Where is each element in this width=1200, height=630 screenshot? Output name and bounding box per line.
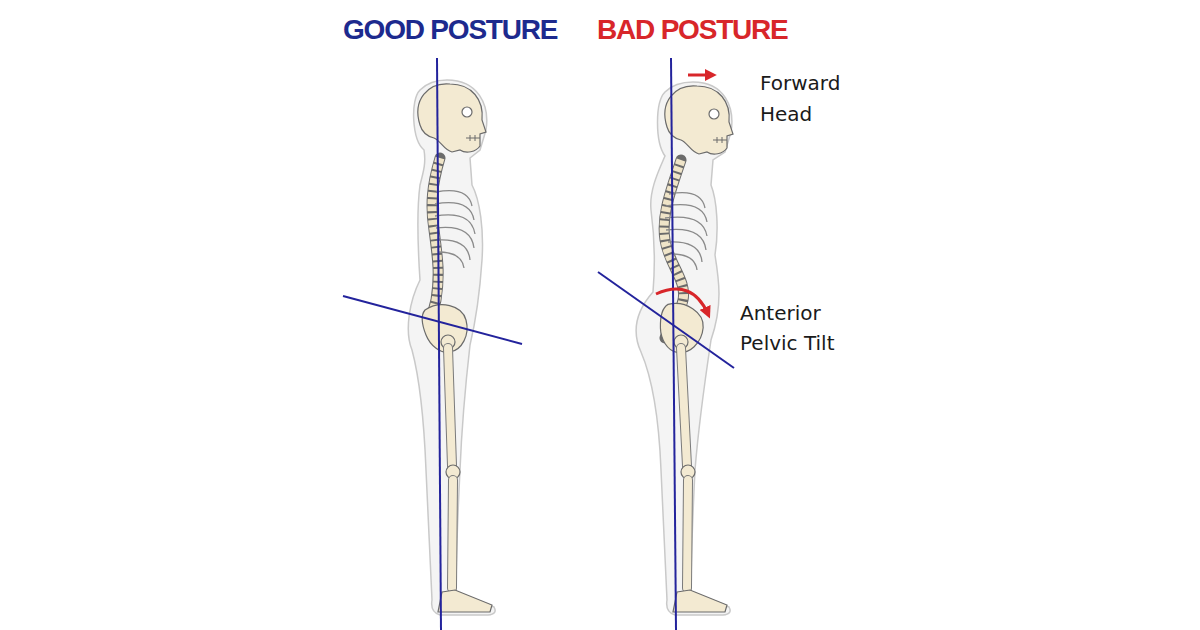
bad-skeleton (636, 82, 733, 615)
plumb-line (671, 58, 676, 630)
callout-label: Anterior Pelvic Tilt (740, 298, 880, 358)
forward-arrow (688, 74, 712, 77)
panel-heading: BAD POSTURE (597, 10, 837, 50)
plumb-line (437, 58, 441, 630)
callout-label: Forward Head (760, 68, 865, 130)
pelvic-line (343, 296, 522, 344)
pelvic-line (598, 272, 734, 368)
tilt-arrow (656, 289, 708, 314)
good-skeleton (408, 80, 495, 615)
panel-heading: GOOD POSTURE (343, 10, 583, 50)
